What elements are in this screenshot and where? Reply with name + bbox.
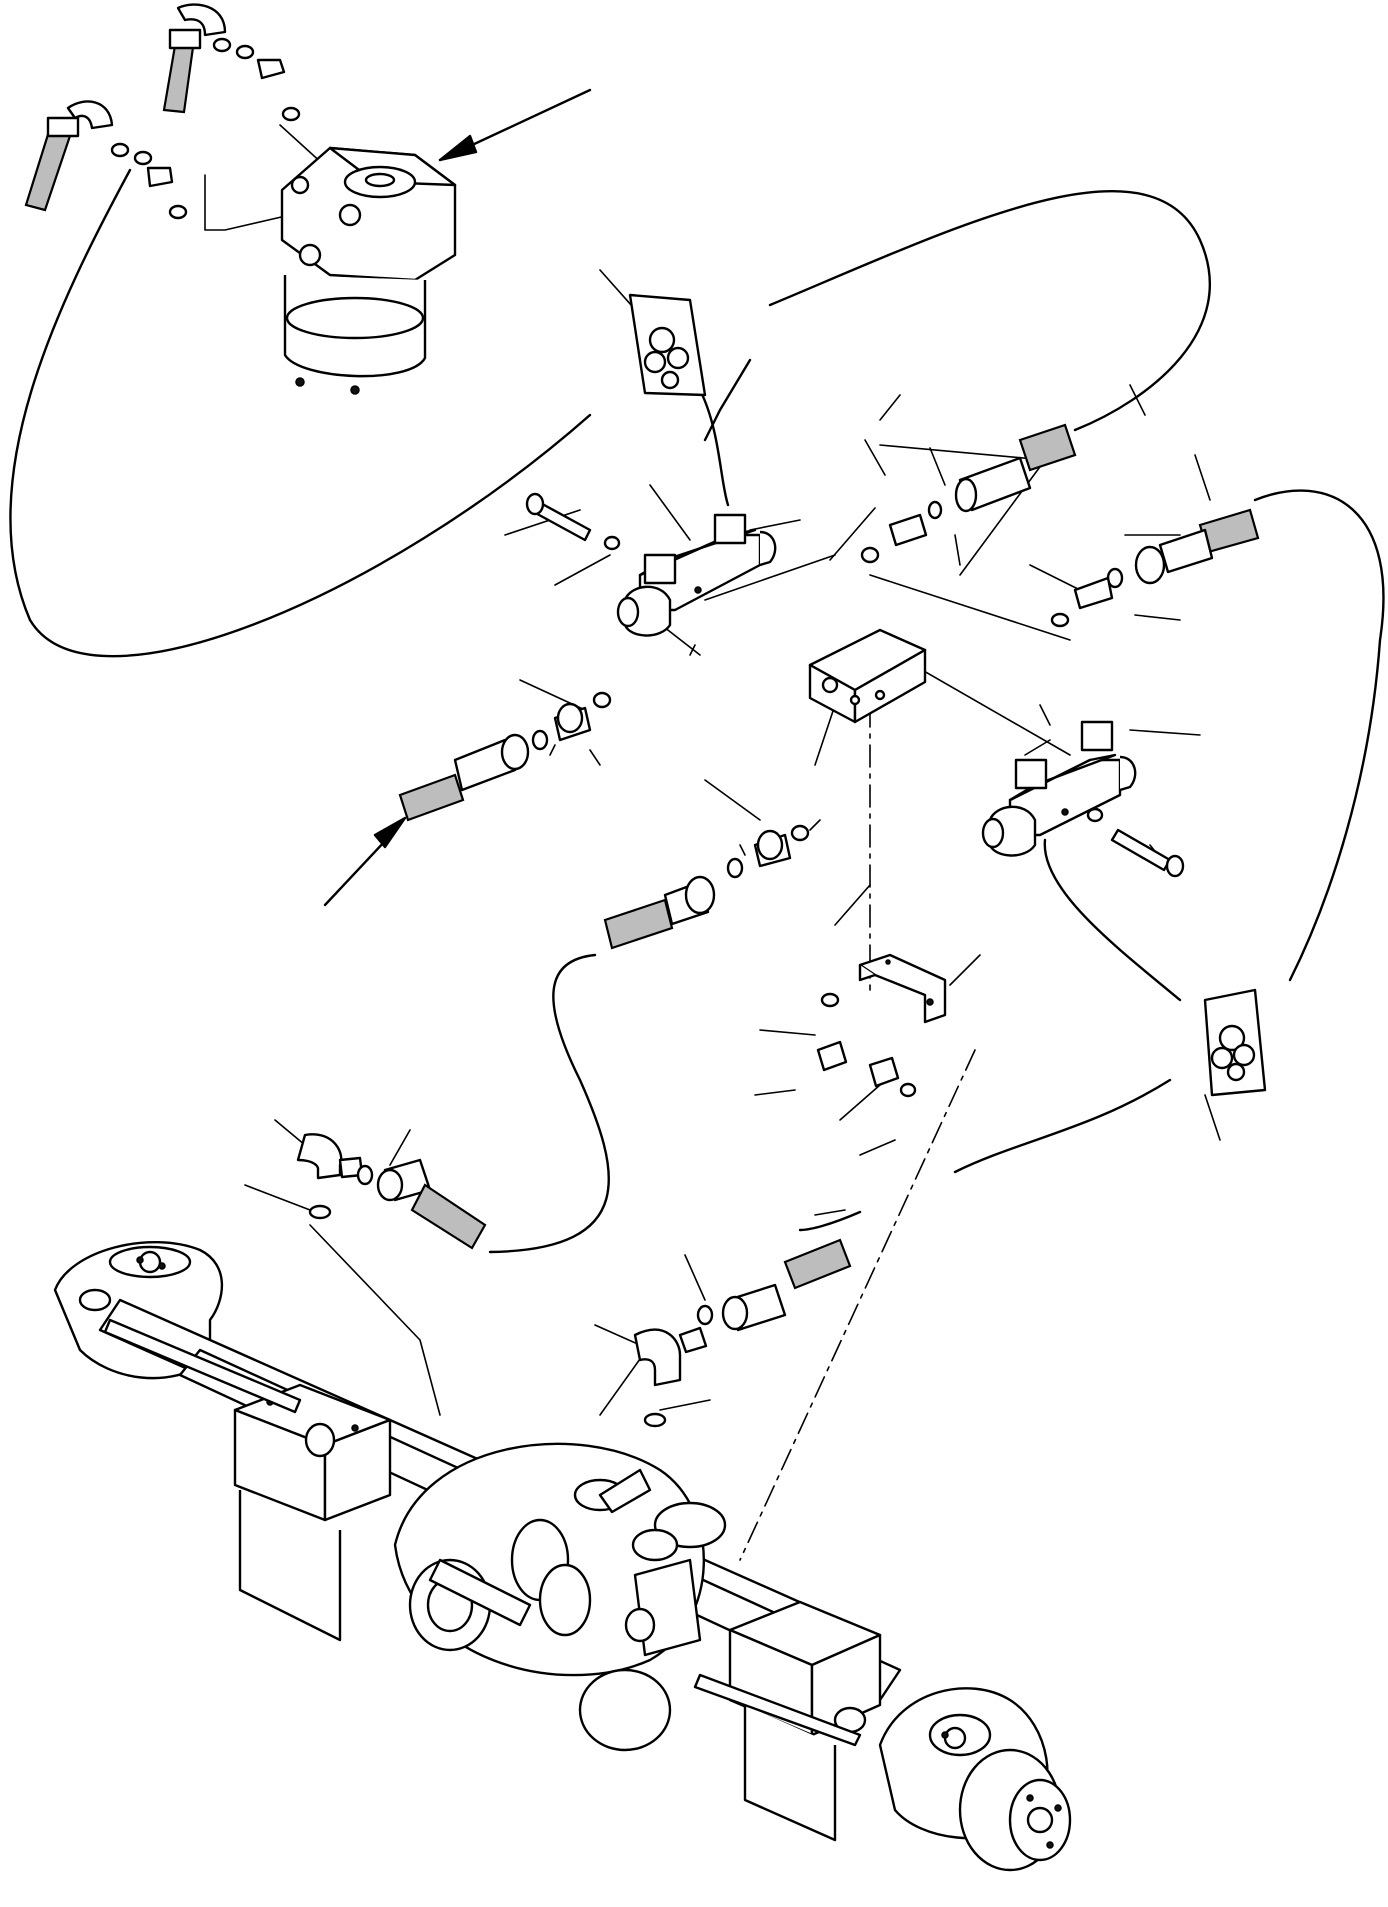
bolt-icon xyxy=(1086,807,1185,878)
hose-icon xyxy=(398,691,612,822)
connector-plate-icon xyxy=(628,293,707,397)
steering-valve-icon xyxy=(280,146,457,395)
hose-icon xyxy=(1050,508,1260,628)
connector-plate-icon xyxy=(1203,988,1267,1097)
front-axle-icon xyxy=(53,1240,1072,1872)
bolt-icon xyxy=(525,492,621,551)
hose-icon xyxy=(24,3,227,212)
elbow-fitting-icon xyxy=(296,1133,374,1220)
leader-lines xyxy=(204,88,1221,1416)
centerlines xyxy=(739,704,976,1561)
hose-icon xyxy=(721,1238,852,1332)
hose-icon xyxy=(603,824,810,950)
wiring-harness xyxy=(9,168,1385,1254)
bolt-icon xyxy=(816,992,917,1098)
o-ring-icon xyxy=(110,37,301,220)
bracket-icon xyxy=(858,953,947,1024)
hose-icon xyxy=(376,1158,487,1250)
solenoid-valve-icon xyxy=(981,720,1137,857)
hose-icon xyxy=(860,423,1077,564)
elbow-fitting-icon xyxy=(633,1304,714,1428)
distribution-block-icon xyxy=(808,628,927,724)
solenoid-valve-icon xyxy=(616,513,777,637)
